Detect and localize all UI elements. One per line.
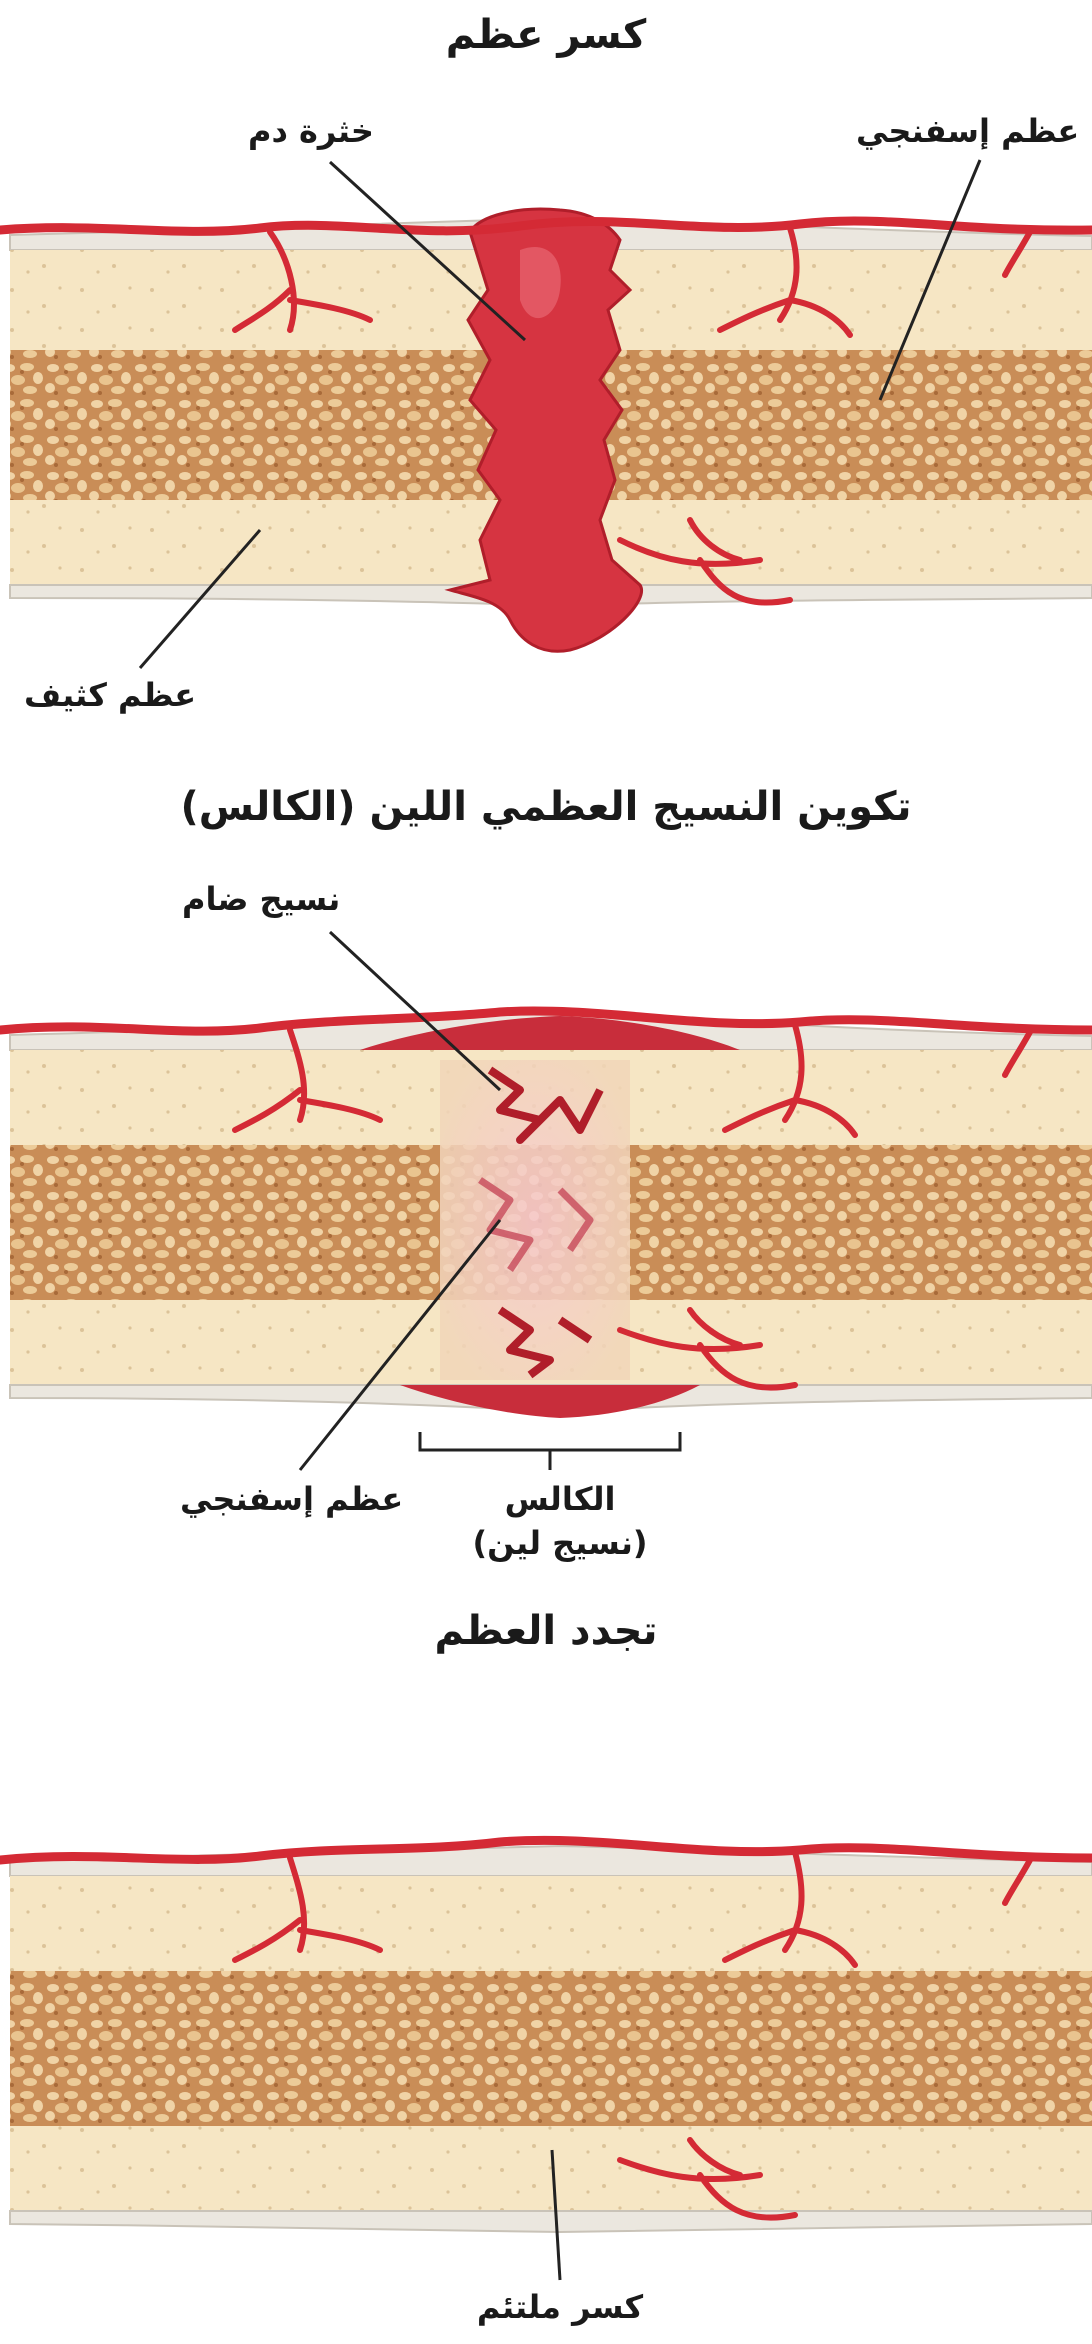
periosteum-bottom-3 — [10, 2211, 1092, 2232]
compact-bone-upper-3 — [10, 1876, 1092, 1971]
panel-2-callus — [0, 932, 1092, 1470]
panel-3-healed — [0, 1840, 1092, 2280]
panel-1-fracture — [0, 160, 1092, 668]
callus-soft-tissue — [440, 1060, 630, 1380]
compact-bone-lower-3 — [10, 2126, 1092, 2211]
callus-bracket — [420, 1432, 680, 1470]
spongy-bone-3 — [10, 1971, 1092, 2126]
